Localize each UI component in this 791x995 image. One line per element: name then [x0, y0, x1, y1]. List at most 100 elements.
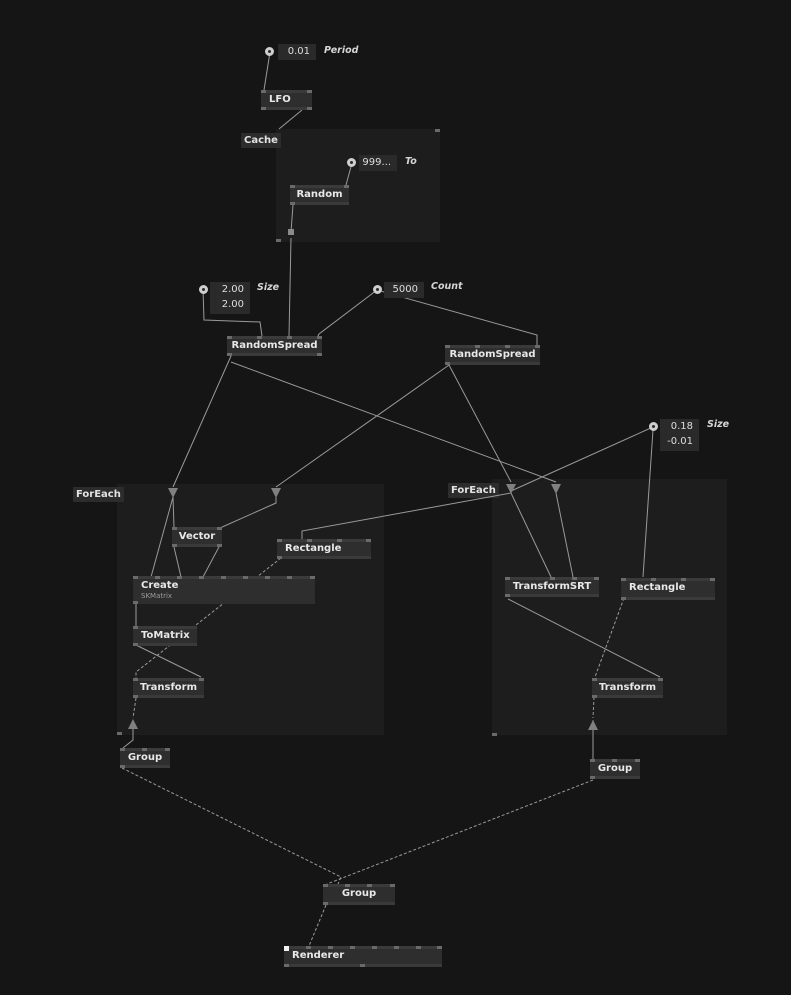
renderer-node[interactable]: Renderer [284, 946, 442, 967]
link [135, 644, 202, 678]
rectangle-left-title: Rectangle [285, 543, 342, 554]
link [278, 109, 303, 130]
vector-title: Vector [178, 531, 216, 542]
splicer-input-icon[interactable] [168, 488, 178, 498]
link-dashed [132, 697, 137, 719]
period-input[interactable]: 0.01 [278, 44, 316, 60]
link [202, 544, 221, 578]
foreach-left-output-pin[interactable] [117, 732, 122, 735]
period-pin[interactable] [265, 47, 274, 56]
group-right-node[interactable]: Group [590, 759, 640, 779]
transform-srt-node[interactable]: TransformSRT [505, 577, 599, 597]
link [263, 51, 271, 91]
link-dashed [308, 904, 327, 947]
rectangle-right-title: Rectangle [629, 582, 686, 593]
link-dashed [121, 767, 342, 885]
period-label: Period [324, 45, 359, 56]
random-spread-right-node[interactable]: RandomSpread [445, 345, 540, 365]
size-left-y[interactable]: 2.00 [221, 299, 244, 310]
create-node[interactable]: Create SKMatrix [133, 576, 315, 604]
transform-left-title: Transform [139, 682, 198, 693]
size-right-y[interactable]: -0.01 [667, 436, 693, 447]
splicer-input-icon[interactable] [551, 484, 561, 494]
vector-node[interactable]: Vector [172, 527, 222, 547]
group-right-title: Group [597, 763, 633, 774]
count-input[interactable]: 5000 [384, 282, 424, 298]
link [219, 497, 277, 529]
foreach-right-output-pin[interactable] [492, 733, 497, 736]
to-matrix-title: ToMatrix [141, 630, 190, 641]
group-bottom-title: Group [341, 888, 377, 899]
link [173, 546, 182, 578]
count-label: Count [431, 281, 463, 292]
cache-bottom-pin[interactable] [276, 239, 281, 242]
size-left-x[interactable]: 2.00 [221, 284, 244, 295]
foreach-region-right-label[interactable]: ForEach [448, 483, 499, 498]
link [172, 496, 175, 528]
link [316, 289, 378, 339]
link [301, 492, 512, 540]
link [288, 237, 292, 337]
random-spread-left-node[interactable]: RandomSpread [227, 336, 322, 356]
to-input[interactable]: 999... [359, 155, 397, 171]
cache-region-label[interactable]: Cache [241, 133, 281, 148]
size-left-label: Size [257, 282, 280, 293]
link [202, 288, 263, 337]
link [448, 364, 512, 483]
size-right-input[interactable]: 0.18 -0.01 [660, 419, 699, 451]
splicer-input-icon[interactable] [271, 488, 281, 498]
rectangle-right-node[interactable]: Rectangle [621, 578, 715, 600]
count-value[interactable]: 5000 [392, 284, 418, 295]
group-left-node[interactable]: Group [120, 748, 170, 768]
transform-right-title: Transform [598, 682, 657, 693]
foreach-region-left-label[interactable]: ForEach [73, 487, 124, 502]
link [507, 598, 661, 678]
to-label: To [405, 156, 417, 167]
link [376, 289, 538, 346]
link-dashed [592, 696, 595, 719]
rectangle-left-node[interactable]: Rectangle [277, 539, 371, 559]
create-title: Create [141, 580, 179, 591]
size-right-x[interactable]: 0.18 [670, 421, 693, 432]
random-node[interactable]: Random [290, 185, 349, 205]
to-value[interactable]: 999... [362, 157, 391, 168]
cache-input-pin[interactable] [435, 129, 440, 132]
transform-left-node[interactable]: Transform [133, 678, 204, 698]
link [230, 361, 557, 483]
size-right-label: Size [707, 419, 730, 430]
count-pin[interactable] [373, 285, 382, 294]
splicer-input-icon[interactable] [506, 484, 516, 494]
to-matrix-node[interactable]: ToMatrix [133, 626, 197, 646]
renderer-active-indicator [284, 946, 289, 951]
to-pin[interactable] [347, 158, 356, 167]
random-title: Random [296, 189, 343, 200]
link [290, 204, 294, 233]
transform-srt-title: TransformSRT [512, 581, 592, 592]
link [642, 429, 654, 578]
link [510, 426, 654, 492]
size-right-pin[interactable] [649, 422, 658, 431]
link [150, 496, 174, 578]
link [172, 355, 232, 488]
link-dashed [326, 779, 594, 885]
link [555, 492, 574, 578]
group-bottom-node[interactable]: Group [323, 884, 395, 905]
transform-right-node[interactable]: Transform [592, 678, 663, 698]
size-left-pin[interactable] [199, 285, 208, 294]
random-spread-left-title: RandomSpread [231, 340, 318, 351]
splicer-output-icon[interactable] [128, 719, 138, 729]
size-left-input[interactable]: 2.00 2.00 [210, 282, 250, 314]
splicer-output-icon[interactable] [588, 720, 598, 730]
lfo-node[interactable]: LFO [261, 90, 312, 110]
link [275, 364, 450, 488]
group-left-title: Group [127, 752, 163, 763]
random-spread-right-title: RandomSpread [449, 349, 536, 360]
cache-output-pin[interactable] [288, 229, 294, 235]
link [510, 492, 552, 578]
create-subtitle: SKMatrix [141, 592, 173, 600]
period-value[interactable]: 0.01 [287, 46, 310, 57]
renderer-title: Renderer [292, 950, 345, 961]
link-dashed [594, 597, 625, 678]
